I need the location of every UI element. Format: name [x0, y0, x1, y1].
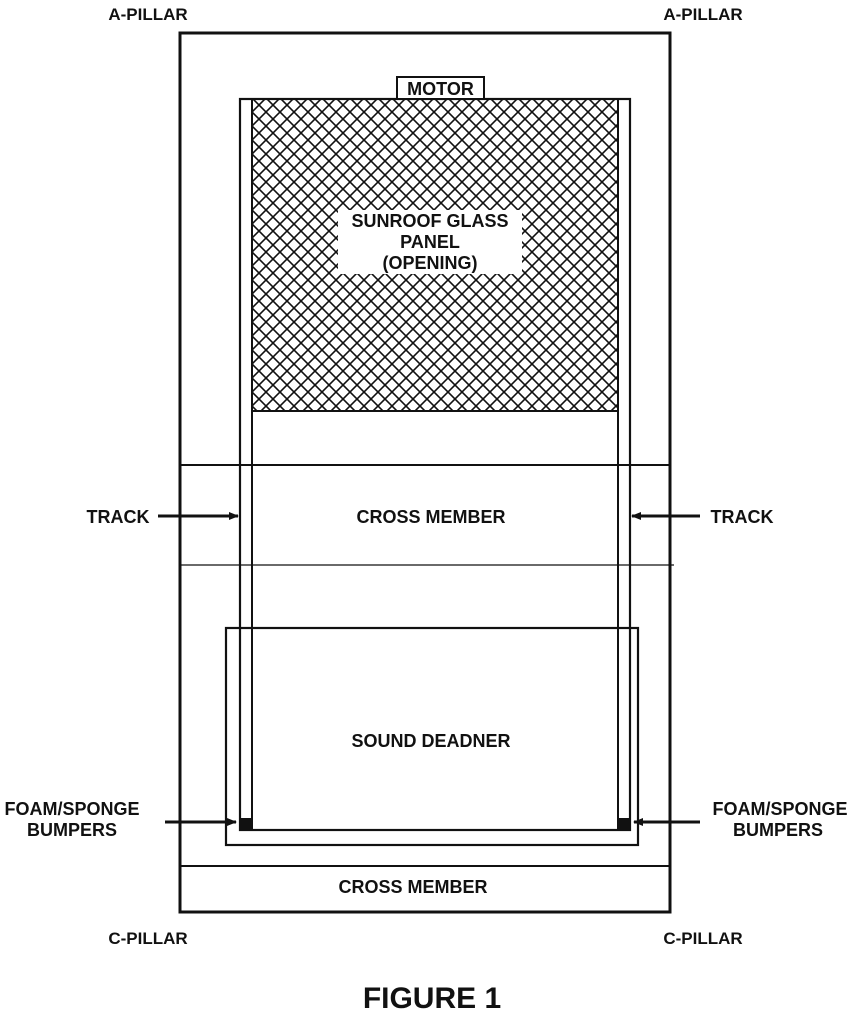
a-pillar-left-label: A-PILLAR — [108, 5, 187, 24]
bumpers-left-label-line2: BUMPERS — [27, 820, 117, 840]
glass-panel-label-line2: PANEL — [400, 232, 460, 252]
sound-deadner-outline — [224, 626, 640, 847]
bumper-left — [240, 818, 252, 830]
cross-member-bottom-label: CROSS MEMBER — [338, 877, 487, 897]
figure-caption: FIGURE 1 — [363, 982, 501, 1015]
glass-label-knockout — [338, 210, 522, 274]
glass-panel-label-line3: (OPENING) — [382, 253, 477, 273]
sound-deadner-label: SOUND DEADNER — [351, 731, 510, 751]
bumpers-right-label-line1: FOAM/SPONGE — [712, 799, 847, 819]
a-pillar-right-label: A-PILLAR — [663, 5, 742, 24]
bumpers-left-label-line1: FOAM/SPONGE — [4, 799, 139, 819]
bumper-right — [618, 818, 630, 830]
track-right-label: TRACK — [711, 507, 774, 527]
c-pillar-right-label: C-PILLAR — [663, 929, 742, 948]
roof-outline — [178, 31, 672, 914]
c-pillar-left-label: C-PILLAR — [108, 929, 187, 948]
motor-box — [396, 76, 485, 100]
track-left-label: TRACK — [87, 507, 150, 527]
glass-panel-label-line1: SUNROOF GLASS — [351, 211, 508, 231]
motor-label: MOTOR — [407, 79, 474, 99]
cross-member-middle-label: CROSS MEMBER — [356, 507, 505, 527]
bumpers-right-label-line2: BUMPERS — [733, 820, 823, 840]
